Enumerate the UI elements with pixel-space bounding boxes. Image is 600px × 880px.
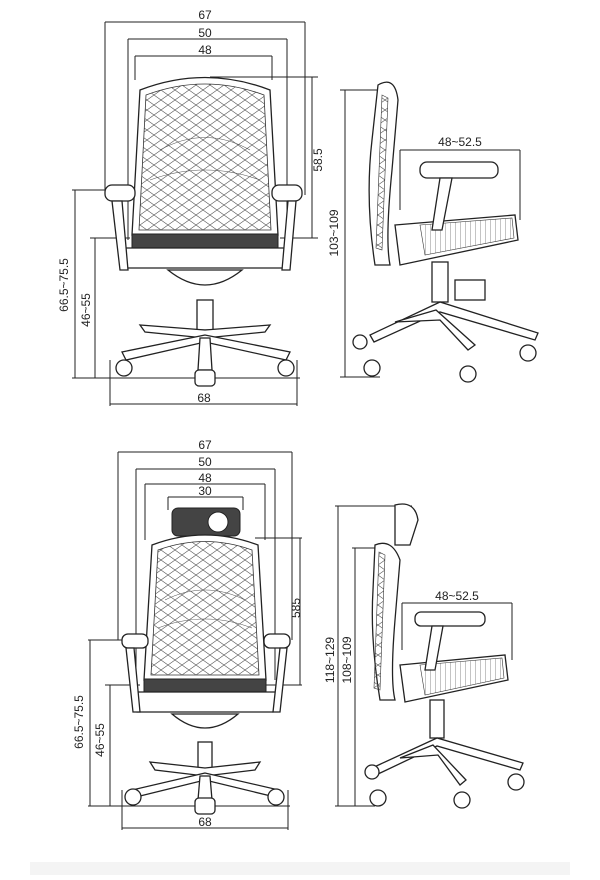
caster: [267, 788, 285, 806]
dim-width-base: 68: [198, 815, 212, 829]
dim-width-back: 50: [198, 26, 212, 40]
dim-width-back: 50: [198, 455, 212, 469]
headrest-side: [394, 503, 419, 546]
caster: [453, 791, 471, 809]
armrest-side: [414, 611, 486, 627]
dim-width-total: 67: [198, 8, 212, 22]
gas-lift-side: [429, 699, 445, 739]
side-view-chair-headrest: 48~52.5 118~129 108~109: [323, 503, 525, 809]
dim-width-seat: 48: [198, 471, 212, 485]
star-base-side: [371, 737, 524, 776]
dim-height-total: 118~129: [323, 637, 337, 683]
front-view-chair: 67 50 48 58.5 66.5~75.5 46~55 68: [57, 8, 325, 406]
armrest-left: [121, 633, 149, 649]
caster: [363, 359, 381, 377]
dim-height-arm: 66.5~75.5: [57, 258, 71, 312]
caster: [459, 365, 477, 383]
side-view-chair: 48~52.5 103~109: [327, 81, 539, 383]
dim-height-seat: 46~55: [79, 293, 93, 327]
front-view-chair-headrest: 67 50 48 30 585 66.5~75.5 46~55 68: [72, 438, 303, 830]
gas-lift: [196, 299, 214, 331]
caster: [364, 764, 380, 780]
dim-height-arm: 66.5~75.5: [72, 695, 86, 749]
dim-height-total: 103~109: [327, 209, 341, 256]
armrest-side: [419, 161, 499, 179]
armrest-left: [104, 184, 136, 202]
armrest-right: [271, 184, 303, 202]
caster: [519, 344, 537, 362]
headrest: [171, 507, 241, 537]
dim-width-headrest: 30: [198, 484, 212, 498]
caster: [507, 773, 525, 791]
mechanism: [166, 269, 244, 286]
dim-height-back: 585: [289, 598, 303, 618]
dim-height-seat: 46~55: [93, 723, 107, 757]
caster: [124, 788, 142, 806]
caster: [115, 359, 133, 377]
caster: [277, 359, 295, 377]
caster: [194, 797, 216, 815]
footer-bar: [30, 862, 570, 875]
dim-height-back: 58.5: [311, 148, 325, 172]
caster: [352, 334, 368, 350]
dim-width-total: 67: [198, 438, 212, 452]
dim-height-sub: 108~109: [340, 636, 354, 683]
mechanism: [170, 713, 240, 729]
dim-width-seat: 48: [198, 43, 212, 57]
caster: [369, 789, 387, 807]
armrest-right: [263, 633, 291, 649]
dim-depth: 48~52.5: [438, 135, 482, 149]
caster: [194, 369, 216, 387]
dim-width-base: 68: [197, 391, 211, 405]
gas-lift-side: [431, 261, 449, 303]
seat: [131, 233, 279, 249]
dim-depth: 48~52.5: [435, 589, 479, 603]
seat: [143, 678, 267, 693]
